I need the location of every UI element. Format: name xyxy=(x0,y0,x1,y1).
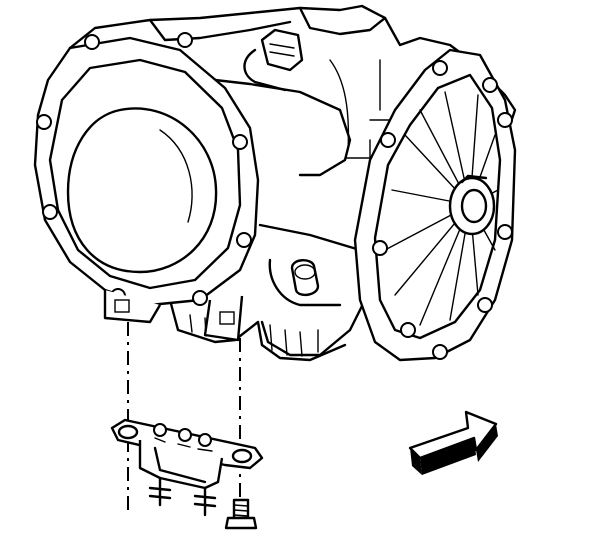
rear-cover-with-ribs xyxy=(353,48,517,362)
mounting-bracket xyxy=(110,418,264,517)
alignment-lines xyxy=(127,322,241,515)
direction-arrow xyxy=(408,410,498,475)
side-cover-plate xyxy=(33,32,260,342)
mounting-bolt xyxy=(224,498,258,530)
